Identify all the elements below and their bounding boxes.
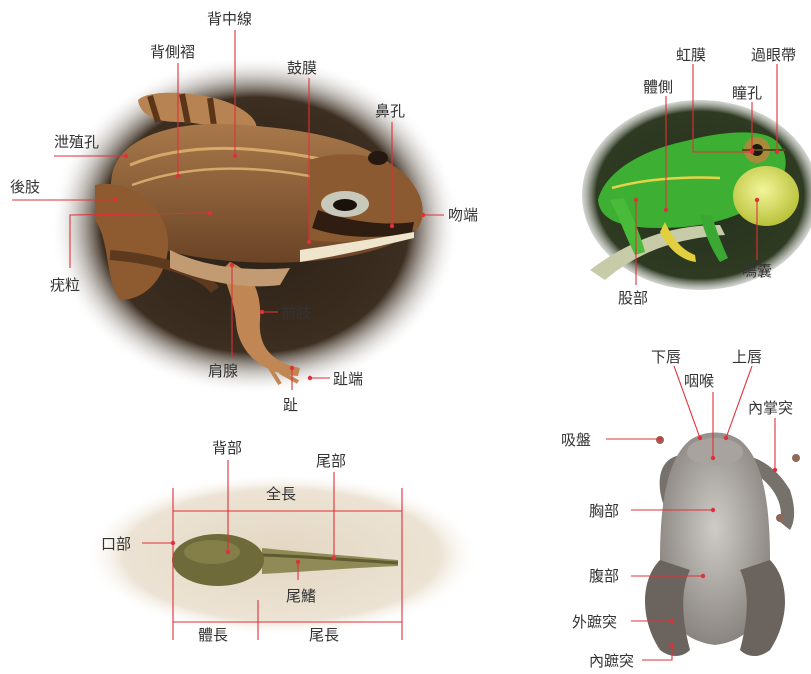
label-eye-stripe: 過眼帶 bbox=[751, 46, 796, 64]
label-thigh: 股部 bbox=[618, 289, 648, 307]
label-throat: 咽喉 bbox=[684, 372, 714, 390]
label-belly: 腹部 bbox=[589, 567, 619, 585]
label-toe: 趾 bbox=[283, 396, 298, 414]
label-mouth: 口部 bbox=[101, 535, 131, 553]
green-frog-panel: 虹膜 過眼帶 體側 瞳孔 股部 鳴囊 bbox=[582, 46, 811, 307]
label-body-length: 體長 bbox=[198, 626, 228, 644]
label-inner-palm-tubercle: 內掌突 bbox=[748, 399, 793, 417]
label-vocal-sac: 鳴囊 bbox=[742, 262, 772, 280]
label-tail-fin: 尾鰭 bbox=[286, 587, 316, 605]
label-body-side: 體側 bbox=[643, 78, 673, 96]
label-upper-lip: 上唇 bbox=[732, 348, 762, 366]
label-dorsolateral-fold: 背側褶 bbox=[150, 43, 195, 61]
label-snout-tip: 吻端 bbox=[448, 206, 478, 224]
label-back: 背部 bbox=[212, 439, 242, 457]
label-tail: 尾部 bbox=[316, 452, 346, 470]
tadpole-panel: 背部 尾部 全長 口部 尾鰭 體長 尾長 bbox=[84, 439, 480, 644]
label-tubercles: 疣粒 bbox=[50, 276, 80, 294]
label-forelimb: 前肢 bbox=[281, 304, 311, 322]
ventral-frog-illustration bbox=[645, 433, 800, 657]
brown-frog-panel: 背中線 背側褶 鼓膜 鼻孔 泄殖孔 吻端 後肢 疣粒 前肢 肩腺 趾端 趾 bbox=[10, 10, 478, 414]
label-tympanum: 鼓膜 bbox=[287, 59, 317, 77]
label-outer-metatarsal-tubercle: 外蹠突 bbox=[572, 613, 617, 631]
label-hindlimb: 後肢 bbox=[10, 178, 40, 196]
label-toe-tip: 趾端 bbox=[333, 370, 363, 388]
label-lower-lip: 下唇 bbox=[651, 348, 681, 366]
label-pupil: 瞳孔 bbox=[732, 84, 762, 102]
label-shoulder-gland: 肩腺 bbox=[208, 362, 238, 380]
label-back-midline: 背中線 bbox=[207, 10, 252, 28]
label-iris: 虹膜 bbox=[676, 46, 706, 64]
label-inner-metatarsal-tubercle: 內蹠突 bbox=[589, 652, 634, 670]
label-nostril: 鼻孔 bbox=[375, 102, 405, 120]
label-cloaca: 泄殖孔 bbox=[54, 133, 99, 151]
label-chest: 胸部 bbox=[589, 502, 619, 520]
label-tail-length: 尾長 bbox=[309, 626, 339, 644]
ventral-frog-panel: 下唇 上唇 咽喉 內掌突 吸盤 胸部 腹部 外蹠突 內蹠突 bbox=[561, 348, 800, 670]
label-sucker: 吸盤 bbox=[561, 431, 591, 449]
label-total-length: 全長 bbox=[266, 485, 296, 503]
